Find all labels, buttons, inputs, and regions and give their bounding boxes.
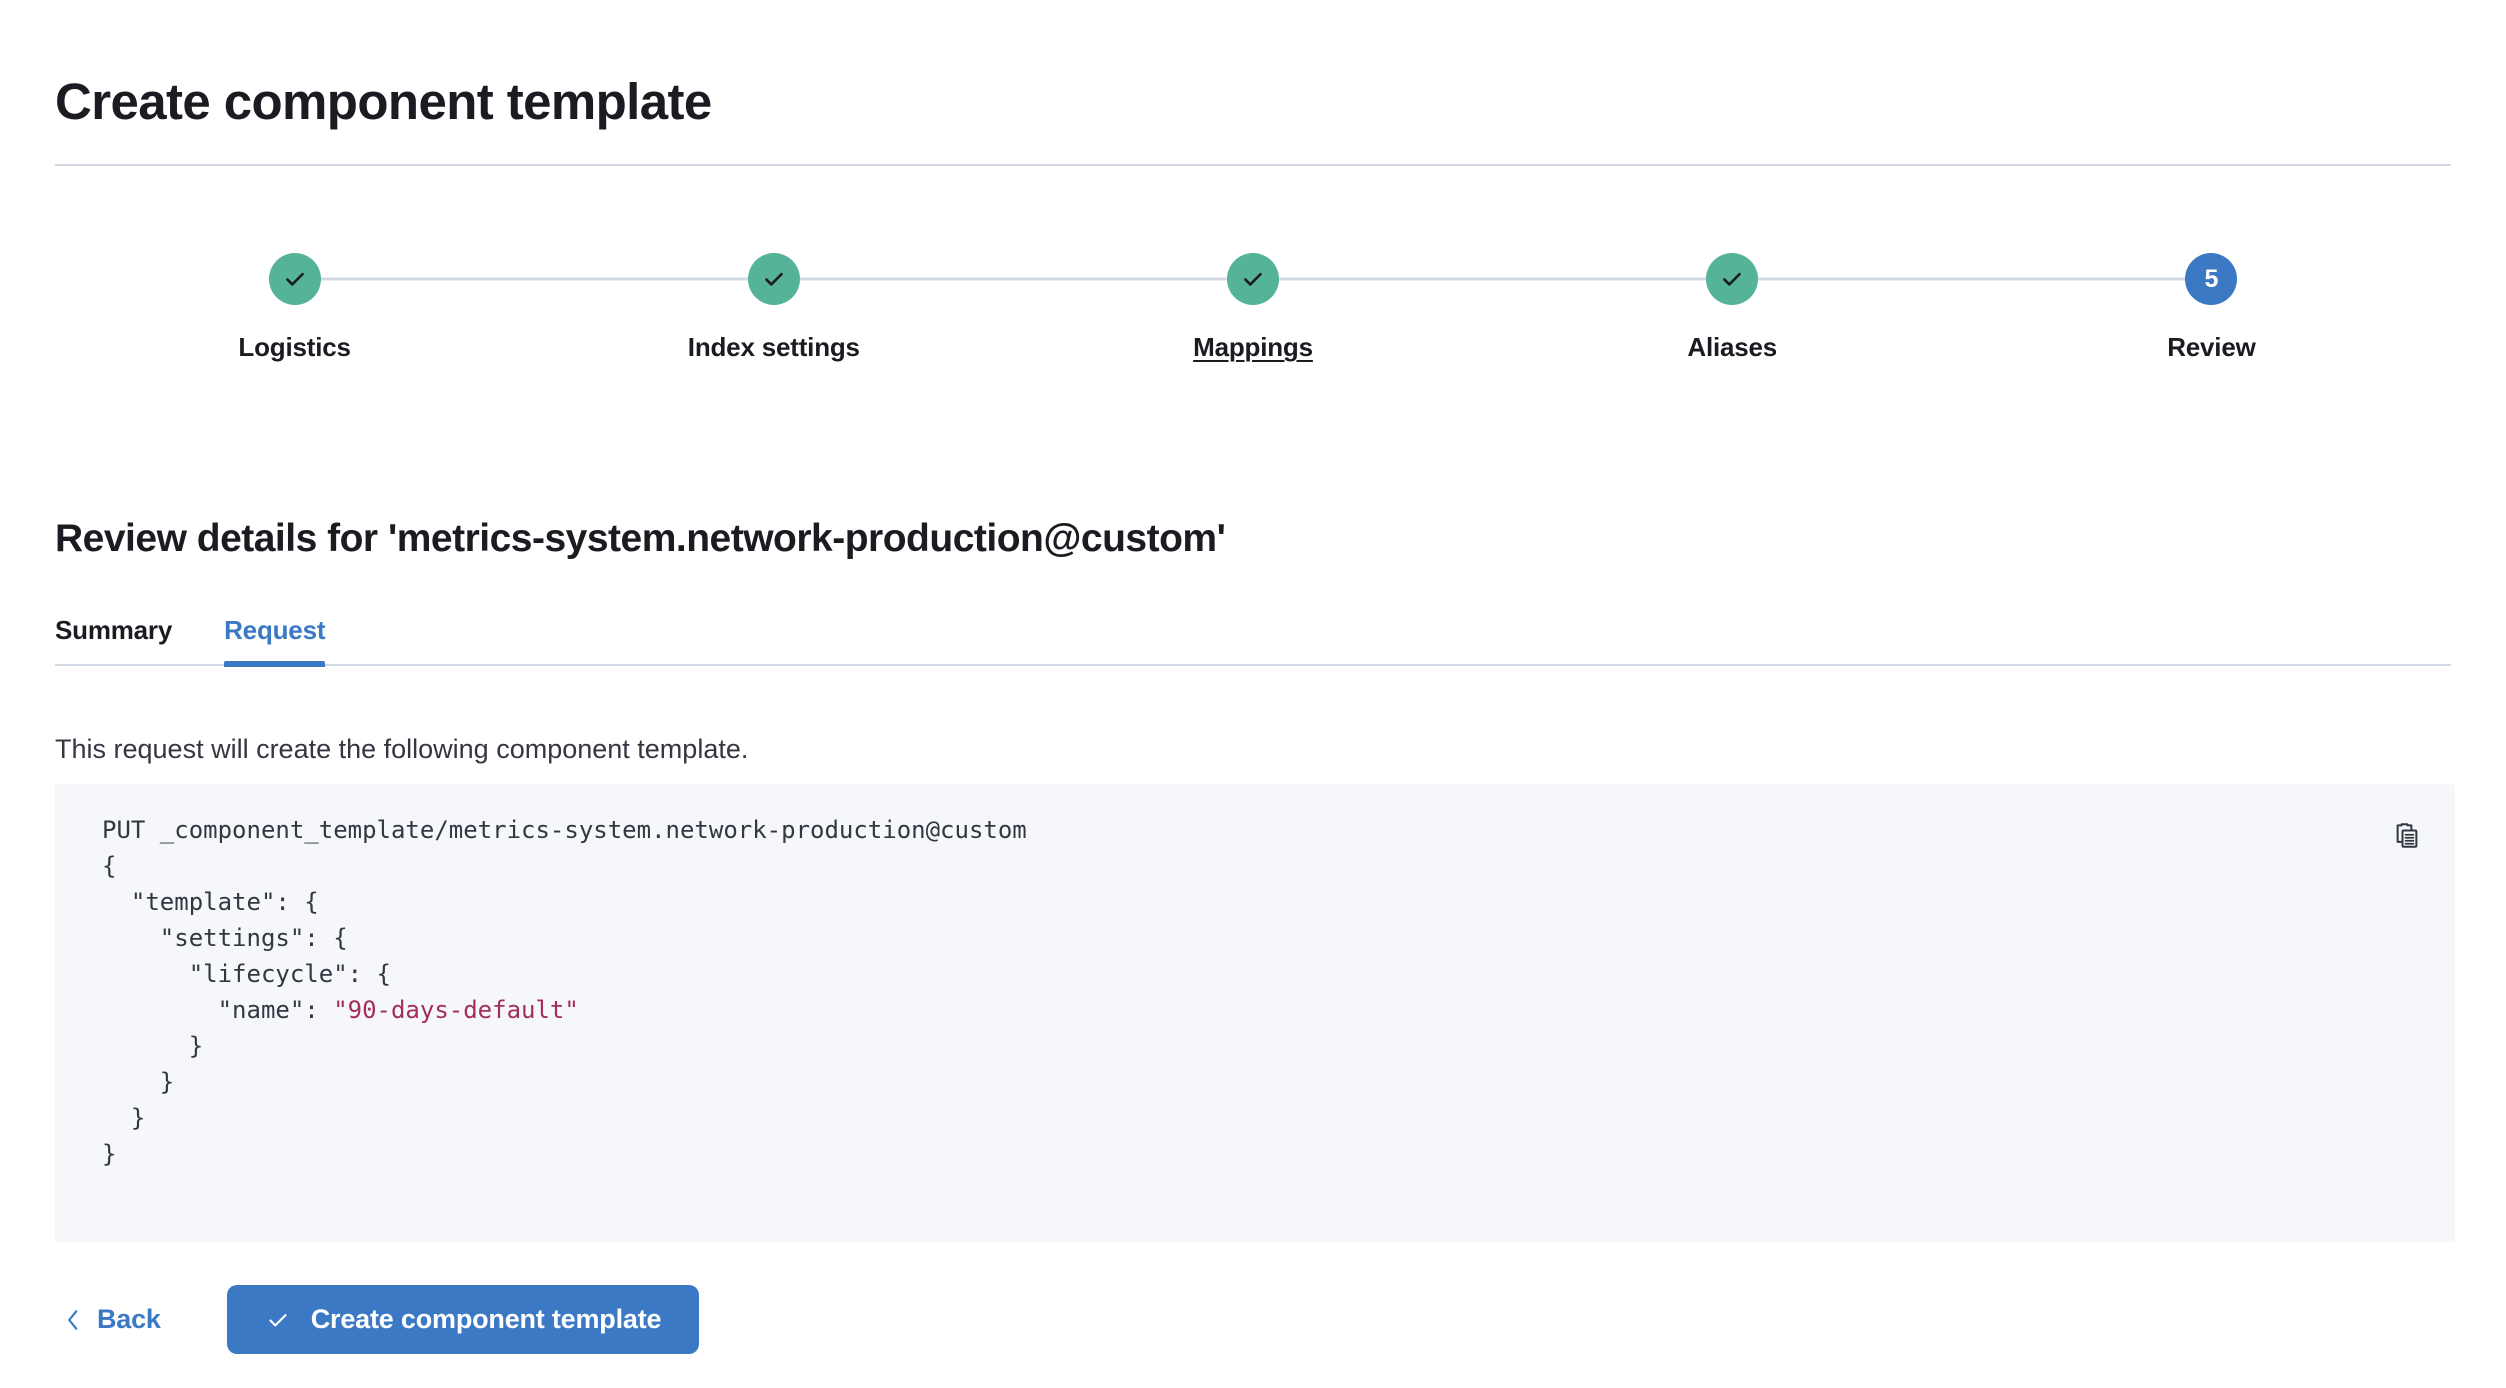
tab-request[interactable]: Request: [224, 615, 325, 667]
wizard-stepper: 5 Logistics Index settings Mappings Alia…: [55, 250, 2451, 390]
code-body-line: {: [102, 852, 117, 880]
stepper-connector-right: [1253, 277, 1493, 281]
create-button-label: Create component template: [310, 1304, 662, 1334]
step-label-index-settings[interactable]: Index settings: [687, 332, 860, 362]
stepper-step-mappings[interactable]: [1013, 250, 1493, 308]
request-code[interactable]: PUT _component_template/metrics-system.n…: [102, 812, 1027, 1172]
tab-strip: Summary Request: [55, 615, 325, 667]
check-icon: [764, 272, 783, 286]
back-button-label: Back: [97, 1304, 161, 1334]
step-label-logistics[interactable]: Logistics: [238, 332, 351, 362]
step-circle-complete[interactable]: [1706, 253, 1759, 305]
code-body-line: "settings": {: [102, 924, 348, 952]
stepper-connector-left: [1492, 277, 1733, 281]
code-request-line: PUT _component_template/metrics-system.n…: [102, 816, 1027, 844]
copy-icon: [2396, 823, 2418, 848]
stepper-connector-left: [534, 277, 774, 281]
step-circle-complete[interactable]: [747, 253, 800, 305]
stepper-connector-right: [294, 277, 535, 281]
footer-actions: Back Create component template: [55, 1285, 700, 1354]
stepper-step-index-settings[interactable]: [534, 250, 1014, 308]
tabs-baseline: [55, 664, 2451, 666]
step-circle-complete[interactable]: [1227, 253, 1279, 305]
code-body-line: }: [102, 1032, 204, 1060]
step-label-mappings[interactable]: Mappings: [1193, 332, 1313, 362]
stepper-track: 5: [55, 250, 2451, 308]
check-icon: [285, 272, 304, 286]
check-icon: [269, 1313, 287, 1326]
stepper-labels: Logistics Index settings Mappings Aliase…: [55, 308, 2451, 363]
create-component-template-button[interactable]: Create component template: [226, 1285, 700, 1354]
page-title: Create component template: [55, 73, 712, 131]
step-circle-current[interactable]: 5: [2185, 253, 2238, 305]
code-body-line: }: [102, 1068, 175, 1096]
stepper-connector-right: [1732, 277, 1972, 281]
check-icon: [1723, 272, 1742, 286]
stepper-connector-left: [1971, 277, 2212, 281]
step-circle-complete[interactable]: [268, 253, 321, 305]
request-description: This request will create the following c…: [55, 734, 749, 764]
stepper-step-aliases[interactable]: [1492, 250, 1972, 308]
code-body-line: "lifecycle": {: [102, 960, 391, 988]
code-string-value: "90-days-default": [333, 996, 579, 1024]
stepper-connector-right: [773, 277, 1014, 281]
back-button[interactable]: Back: [55, 1292, 169, 1347]
code-body-line: "template": {: [102, 888, 319, 916]
stepper-connector-left: [1013, 277, 1254, 281]
review-heading: Review details for 'metrics-system.netwo…: [55, 517, 1226, 561]
code-body-line: }: [102, 1140, 117, 1168]
stepper-step-review[interactable]: 5: [1971, 250, 2451, 308]
step-label-review[interactable]: Review: [2167, 332, 2256, 362]
header-divider: [55, 164, 2451, 166]
code-body-line: }: [102, 1104, 146, 1132]
check-icon: [1244, 272, 1262, 286]
step-label-aliases[interactable]: Aliases: [1687, 332, 1778, 362]
review-tabs: Summary Request: [55, 600, 2451, 667]
request-code-block: PUT _component_template/metrics-system.n…: [55, 784, 2455, 1242]
copy-button[interactable]: [2381, 810, 2433, 862]
code-body-line: "name":: [102, 996, 334, 1024]
step-number: 5: [2204, 264, 2219, 293]
chevron-left-icon: [68, 1309, 78, 1330]
stepper-step-logistics[interactable]: [55, 250, 535, 308]
tab-summary[interactable]: Summary: [55, 615, 172, 666]
